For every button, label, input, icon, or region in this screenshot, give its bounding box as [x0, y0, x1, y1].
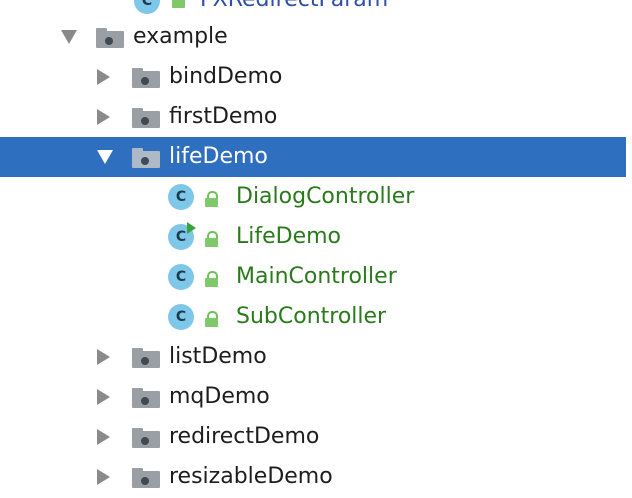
collapse-arrow-icon[interactable] — [97, 389, 110, 405]
tree-item-label: listDemo — [169, 344, 267, 369]
tree-row-redirectdemo[interactable]: redirectDemo — [0, 417, 626, 457]
expand-arrow-icon[interactable] — [97, 150, 113, 164]
tree-row-dialogcontroller[interactable]: C DialogController — [0, 177, 626, 217]
tree-row-binddemo[interactable]: bindDemo — [0, 57, 626, 97]
lock-icon — [170, 0, 186, 8]
package-folder-icon — [132, 148, 160, 168]
tree-row-example[interactable]: example — [0, 17, 626, 57]
tree-item-label: example — [133, 24, 228, 49]
tree-item-label: SubController — [236, 304, 387, 329]
tree-item-label: mqDemo — [169, 384, 270, 409]
tree-item-label: DialogController — [236, 184, 415, 209]
lock-icon — [203, 311, 219, 327]
collapse-arrow-icon[interactable] — [97, 469, 110, 485]
tree-row-subcontroller[interactable]: C SubController — [0, 297, 626, 337]
tree-row-listdemo[interactable]: listDemo — [0, 337, 626, 377]
package-folder-icon — [96, 28, 124, 48]
tree-item-label: MainController — [236, 264, 397, 289]
tree-item-label: lifeDemo — [169, 144, 268, 169]
package-folder-icon — [132, 108, 160, 128]
package-folder-icon — [132, 468, 160, 488]
class-icon: C — [168, 184, 194, 210]
lock-icon — [203, 191, 219, 207]
package-folder-icon — [132, 388, 160, 408]
tree-item-label: LifeDemo — [236, 224, 342, 249]
run-badge-icon — [187, 222, 196, 234]
tree-row-lifedemo-class[interactable]: C LifeDemo — [0, 217, 626, 257]
tree-row-mqdemo[interactable]: mqDemo — [0, 377, 626, 417]
collapse-arrow-icon[interactable] — [97, 349, 110, 365]
lock-icon — [203, 231, 219, 247]
tree-row-lifedemo[interactable]: lifeDemo — [0, 137, 626, 177]
package-folder-icon — [132, 428, 160, 448]
tree-row-firstdemo[interactable]: firstDemo — [0, 97, 626, 137]
tree-item-label: redirectDemo — [169, 424, 320, 449]
tree-item-label: resizableDemo — [169, 464, 333, 489]
expand-arrow-icon[interactable] — [61, 30, 77, 44]
tree-item-label: bindDemo — [169, 64, 283, 89]
collapse-arrow-icon[interactable] — [97, 429, 110, 445]
class-icon: C — [168, 304, 194, 330]
tree-item-label: FXRedirectParam — [200, 0, 388, 14]
lock-icon — [203, 271, 219, 287]
class-icon: C — [134, 0, 160, 14]
tree-item-label: firstDemo — [169, 104, 278, 129]
tree-row-maincontroller[interactable]: C MainController — [0, 257, 626, 297]
class-icon: C — [168, 264, 194, 290]
collapse-arrow-icon[interactable] — [97, 109, 110, 125]
package-folder-icon — [132, 348, 160, 368]
tree-row-resizabledemo[interactable]: resizableDemo — [0, 457, 626, 497]
package-folder-icon — [132, 68, 160, 88]
tree-row-partial[interactable]: C FXRedirectParam — [0, 0, 632, 14]
collapse-arrow-icon[interactable] — [97, 69, 110, 85]
